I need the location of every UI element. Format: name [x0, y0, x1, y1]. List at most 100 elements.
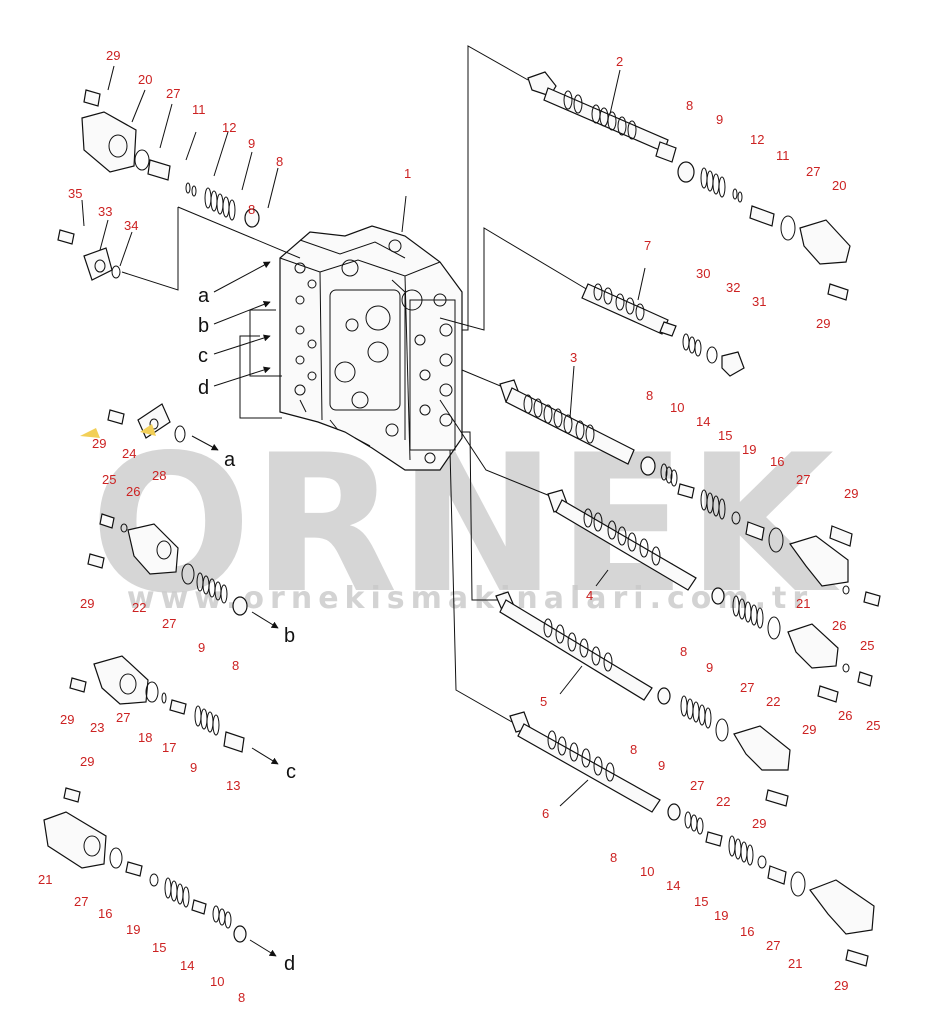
arrow-letter-c: c [286, 761, 296, 783]
callout-20: 20 [138, 72, 152, 87]
callout-27: 27 [766, 938, 780, 953]
callout-23: 23 [90, 720, 104, 735]
callout-13: 13 [226, 778, 240, 793]
port-letter-b: b [198, 315, 209, 337]
right-parts [640, 161, 881, 967]
spool-2 [527, 71, 677, 163]
callout-21: 21 [796, 596, 810, 611]
callout-19: 19 [126, 922, 140, 937]
callout-1: 1 [404, 166, 411, 181]
arrow-letter-d: d [284, 953, 295, 975]
callout-25: 25 [866, 718, 880, 733]
leader-lines [81, 45, 646, 807]
callout-21: 21 [788, 956, 802, 971]
watermark: ORNEK www.ornekismakinalari.com.tr [90, 414, 840, 635]
callout-29: 29 [844, 486, 858, 501]
callout-29: 29 [60, 712, 74, 727]
callout-34: 34 [124, 218, 138, 233]
callout-10: 10 [670, 400, 684, 415]
callout-29: 29 [92, 436, 106, 451]
callout-32: 32 [726, 280, 740, 295]
callout-9: 9 [706, 660, 713, 675]
callout-22: 22 [716, 794, 730, 809]
callout-29: 29 [834, 978, 848, 993]
callout-8: 8 [232, 658, 239, 673]
callout-9: 9 [248, 136, 255, 151]
callout-27: 27 [796, 472, 810, 487]
callout-28: 28 [152, 468, 166, 483]
callout-8: 8 [248, 202, 255, 217]
callout-11: 11 [776, 148, 790, 163]
callout-27: 27 [162, 616, 176, 631]
callout-8: 8 [238, 990, 245, 1005]
port-letter-d: d [198, 377, 209, 399]
callout-9: 9 [658, 758, 665, 773]
callout-27: 27 [690, 778, 704, 793]
callout-19: 19 [742, 442, 756, 457]
callout-27: 27 [806, 164, 820, 179]
callout-4: 4 [586, 588, 593, 603]
callout-6: 6 [542, 806, 549, 821]
callout-8: 8 [610, 850, 617, 865]
callout-12: 12 [222, 120, 236, 135]
callout-8: 8 [646, 388, 653, 403]
callout-19: 19 [714, 908, 728, 923]
callout-9: 9 [190, 760, 197, 775]
arrow-letter-b: b [284, 625, 295, 647]
callout-27: 27 [116, 710, 130, 725]
callout-7: 7 [644, 238, 651, 253]
callout-8: 8 [680, 644, 687, 659]
callout-33: 33 [98, 204, 112, 219]
callout-20: 20 [832, 178, 846, 193]
callout-2: 2 [616, 54, 623, 69]
callout-14: 14 [696, 414, 710, 429]
callout-26: 26 [832, 618, 846, 633]
port-letters: a b c d a b c d [198, 285, 296, 975]
callout-21: 21 [38, 872, 52, 887]
spool-3 [499, 379, 635, 465]
callout-11: 11 [192, 102, 206, 117]
callout-26: 26 [126, 484, 140, 499]
callout-26: 26 [838, 708, 852, 723]
callout-14: 14 [180, 958, 194, 973]
callout-5: 5 [540, 694, 547, 709]
callout-15: 15 [718, 428, 732, 443]
port-arrows [191, 261, 279, 957]
callout-16: 16 [98, 906, 112, 921]
port-letter-c: c [198, 345, 208, 367]
callout-30: 30 [696, 266, 710, 281]
callout-31: 31 [752, 294, 766, 309]
spool-4 [547, 489, 697, 591]
callout-35: 35 [68, 186, 82, 201]
callout-29: 29 [80, 754, 94, 769]
callout-27: 27 [74, 894, 88, 909]
callout-9: 9 [716, 112, 723, 127]
port-letter-a: a [198, 285, 210, 307]
callout-22: 22 [132, 600, 146, 615]
callout-8: 8 [630, 742, 637, 757]
callouts: 1 2 3 4 5 6 7 8 8 8 8 8 8 8 8 8 9 9 9 9 … [38, 48, 880, 1005]
callout-15: 15 [694, 894, 708, 909]
callout-10: 10 [210, 974, 224, 989]
spool-6 [509, 711, 661, 813]
callout-27: 27 [740, 680, 754, 695]
watermark-url: www.ornekismakinalari.com.tr [127, 581, 813, 616]
valve-body [279, 225, 463, 471]
callout-24: 24 [122, 446, 136, 461]
callout-12: 12 [750, 132, 764, 147]
highlight-mark [80, 428, 100, 438]
callout-14: 14 [666, 878, 680, 893]
callout-27: 27 [166, 86, 180, 101]
callout-3: 3 [570, 350, 577, 365]
callout-29: 29 [802, 722, 816, 737]
callout-8: 8 [686, 98, 693, 113]
callout-29: 29 [752, 816, 766, 831]
callout-29: 29 [106, 48, 120, 63]
spool-5 [495, 591, 653, 701]
callout-16: 16 [740, 924, 754, 939]
callout-18: 18 [138, 730, 152, 745]
callout-10: 10 [640, 864, 654, 879]
callout-15: 15 [152, 940, 166, 955]
callout-8: 8 [276, 154, 283, 169]
